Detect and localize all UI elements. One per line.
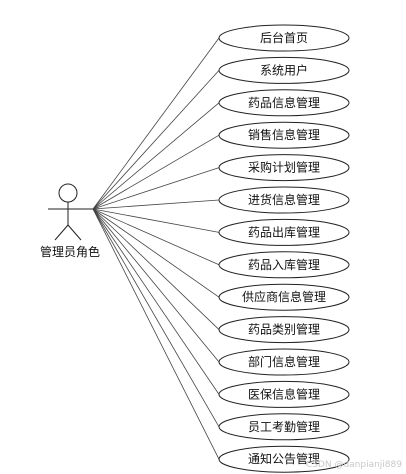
use-case: 医保信息管理: [218, 380, 350, 408]
use-case-label: 药品入库管理: [248, 257, 320, 272]
use-case-ellipse: [218, 218, 350, 246]
use-case-ellipse: [218, 251, 350, 279]
use-case-ellipse: [218, 348, 350, 376]
association-line: [92, 208, 220, 395]
use-case: 供应商信息管理: [218, 283, 350, 311]
use-case-ellipse: [218, 413, 350, 441]
use-case-ellipse: [218, 89, 350, 117]
use-case-list: 后台首页系统用户药品信息管理销售信息管理采购计划管理进货信息管理药品出库管理药品…: [218, 24, 350, 473]
use-case: 进货信息管理: [218, 186, 350, 214]
use-case-ellipse: [218, 283, 350, 311]
use-case: 员工考勤管理: [218, 413, 350, 441]
use-case-label: 药品类别管理: [248, 322, 320, 337]
use-case-label: 员工考勤管理: [248, 419, 320, 434]
association-line: [92, 134, 220, 210]
use-case: 采购计划管理: [218, 154, 350, 182]
use-case-label: 后台首页: [260, 30, 308, 45]
association-line: [92, 167, 220, 210]
association-line: [92, 208, 220, 428]
use-case-label: 药品出库管理: [248, 224, 320, 239]
use-case-label: 采购计划管理: [248, 160, 320, 175]
association-lines: [92, 37, 220, 460]
association-line: [92, 199, 220, 210]
use-case-ellipse: [218, 121, 350, 149]
use-case-ellipse: [218, 154, 350, 182]
actor-label: 管理员角色: [40, 244, 100, 259]
use-case-ellipse: [218, 380, 350, 408]
association-line: [92, 208, 220, 266]
use-case-label: 部门信息管理: [248, 354, 320, 369]
use-case-label: 药品信息管理: [248, 95, 320, 110]
association-line: [92, 37, 220, 210]
use-case-ellipse: [218, 24, 350, 52]
association-line: [92, 70, 220, 210]
use-case-ellipse: [218, 445, 350, 473]
use-case-ellipse: [218, 56, 350, 84]
use-case: 药品入库管理: [218, 251, 350, 279]
use-case-label: 销售信息管理: [248, 127, 320, 142]
use-case: 药品出库管理: [218, 218, 350, 246]
actor-admin: 管理员角色: [40, 183, 100, 259]
association-line: [92, 208, 220, 363]
actor-right-leg: [67, 224, 82, 241]
use-case-ellipse: [218, 316, 350, 344]
use-case: 销售信息管理: [218, 121, 350, 149]
use-case: 通知公告管理: [218, 445, 350, 473]
association-line: [92, 208, 220, 330]
watermark-text: CSDN @danpianji889: [306, 460, 402, 470]
use-case-label: 系统用户: [260, 62, 308, 77]
association-line: [92, 102, 220, 210]
association-line: [92, 208, 220, 460]
use-case: 药品类别管理: [218, 316, 350, 344]
association-line: [92, 208, 220, 298]
use-case: 药品信息管理: [218, 89, 350, 117]
actor-left-leg: [54, 224, 69, 241]
use-case-label: 供应商信息管理: [242, 289, 326, 304]
association-line: [92, 208, 220, 233]
use-case: 后台首页: [218, 24, 350, 52]
use-case-label: 通知公告管理: [248, 451, 320, 466]
use-case: 部门信息管理: [218, 348, 350, 376]
use-case-label: 进货信息管理: [248, 192, 320, 207]
use-case-label: 医保信息管理: [248, 386, 320, 401]
actor-head: [58, 183, 78, 203]
use-case-ellipse: [218, 186, 350, 214]
use-case: 系统用户: [218, 56, 350, 84]
